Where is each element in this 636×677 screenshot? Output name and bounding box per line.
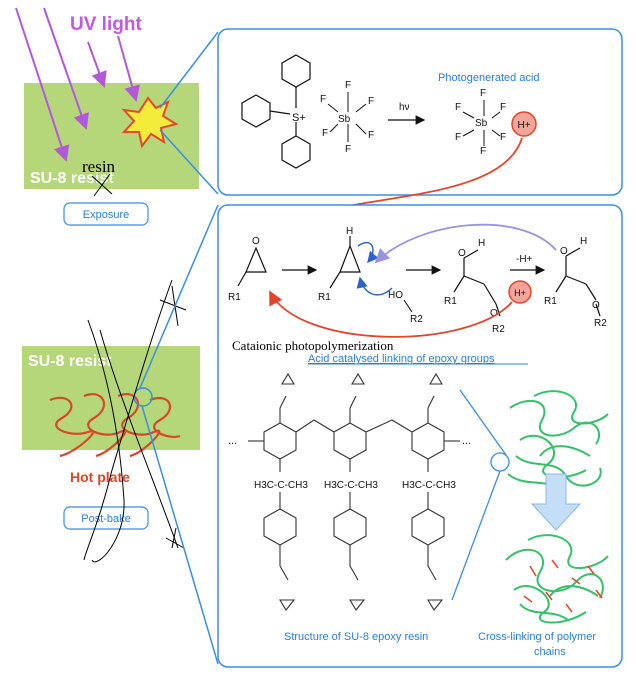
epoxide-2: [329, 236, 361, 289]
handwritten-caption: Cataionic photopolymerization: [232, 338, 394, 353]
proton-label-mid: H+: [514, 288, 526, 298]
f-left-6: F: [368, 130, 374, 141]
sb-right: Sb: [475, 118, 488, 129]
product-o2: O: [592, 300, 600, 311]
resist-label-top: SU-8 resist: [30, 170, 114, 187]
epoxide-1: [237, 246, 267, 287]
intermediate-r2: R2: [492, 324, 505, 335]
handwritten-cross-small: [91, 173, 113, 197]
resist-block-top: [24, 83, 199, 189]
f-left-4: F: [322, 128, 328, 139]
product-h: H: [580, 236, 587, 247]
f-right-2: F: [480, 88, 486, 99]
f-left-3: F: [368, 96, 374, 107]
triphenylsulfonium: [241, 54, 311, 169]
electron-arrow-2: [356, 276, 393, 296]
product-o: O: [560, 246, 568, 257]
su8-structure-caption: Structure of SU-8 epoxy resin: [284, 631, 428, 643]
minus-h-label: -H+: [516, 254, 533, 265]
f-left-5: F: [345, 144, 351, 155]
intermediate-o: O: [458, 248, 466, 259]
postbake-tag: [63, 506, 149, 530]
f-right-5: F: [480, 146, 486, 157]
electron-arrow-1: [357, 241, 379, 264]
isopropylidene-1: H3C-C-CH3: [254, 480, 308, 491]
exposure-tag-label: Exposure: [83, 209, 129, 221]
intermediate: [453, 249, 501, 317]
uv-light-label: UV light: [70, 14, 142, 35]
f-left-1: F: [320, 94, 326, 105]
photogenerated-acid-title: Photogenerated acid: [438, 72, 540, 84]
hot-plate-label: Hot plate: [70, 469, 130, 485]
epoxide-1-o: O: [252, 236, 260, 247]
sb-left: Sb: [338, 114, 351, 125]
resist-label-bottom: SU-8 resist: [28, 353, 112, 370]
crosslinked-network-icon: [505, 534, 609, 624]
exposure-tag: [63, 202, 149, 226]
resist-block-bottom: [22, 346, 200, 450]
intermediate-o2: O: [490, 308, 498, 319]
sbf6-right: Sb F F F F F F: [455, 88, 506, 157]
intermediate-h: H: [478, 238, 485, 249]
ellipsis-right: ...: [462, 435, 471, 447]
f-right-1: F: [455, 102, 461, 113]
exposure-section: SU-8 resist UV light resin Exposure: [15, 7, 199, 226]
epoxide-2-r1: R1: [318, 292, 331, 303]
intermediate-r1: R1: [444, 296, 457, 307]
uv-arrows: [15, 7, 140, 162]
product: [555, 247, 601, 317]
crosslink-caption-2: chains: [534, 646, 566, 658]
proton-icon-top: [511, 111, 537, 137]
crosslink-arrow-icon: [530, 473, 582, 531]
f-right-3: F: [500, 102, 506, 113]
proton-return-arrow: [269, 290, 513, 338]
ellipsis-left: ...: [228, 435, 237, 447]
su8-structure: [248, 372, 460, 611]
epoxide-2-h: H: [346, 226, 353, 237]
product-r1: R1: [544, 296, 557, 307]
alcohol-r2: R2: [410, 314, 423, 325]
handwritten-scribble: [83, 279, 187, 563]
alcohol-ho: HO: [388, 290, 403, 301]
f-right-6: F: [500, 132, 506, 143]
crosslink-caption-1: Cross-linking of polymer: [478, 631, 596, 643]
crosslink-bonds: [523, 559, 603, 613]
proton-label-top: H+: [517, 120, 530, 131]
resin-handwritten: resin: [82, 157, 116, 176]
hv-label: hν: [399, 102, 410, 113]
catalytic-loop-arrow: [374, 223, 557, 264]
isopropylidene-2: H3C-C-CH3: [324, 480, 378, 491]
postbake-section: SU-8 resist Hot plate Post-bake: [22, 279, 200, 563]
zoom-lines: [139, 31, 219, 665]
isopropylidene-3: H3C-C-CH3: [402, 480, 456, 491]
f-right-4: F: [455, 132, 461, 143]
product-r2: R2: [594, 318, 607, 329]
sulfonium-s: S+: [292, 112, 306, 124]
heat-waves-icon: [49, 393, 181, 458]
photoacid-panel: S+ Sb F F F F F F hν Photogenerated acid…: [217, 28, 623, 234]
f-left-2: F: [345, 80, 351, 91]
acid-linking-caption: Acid catalysed linking of epoxy groups: [308, 353, 495, 365]
proton-icon-mid: [508, 280, 532, 304]
mechanism-panel: O R1 H R1 HO R2 O H R1 O R2: [217, 204, 623, 668]
postbake-tag-label: Post-bake: [81, 513, 131, 525]
epoxide-1-r1: R1: [228, 292, 241, 303]
exposure-star-icon: [121, 96, 179, 149]
sbf6-left: Sb F F F F F F: [320, 80, 374, 155]
